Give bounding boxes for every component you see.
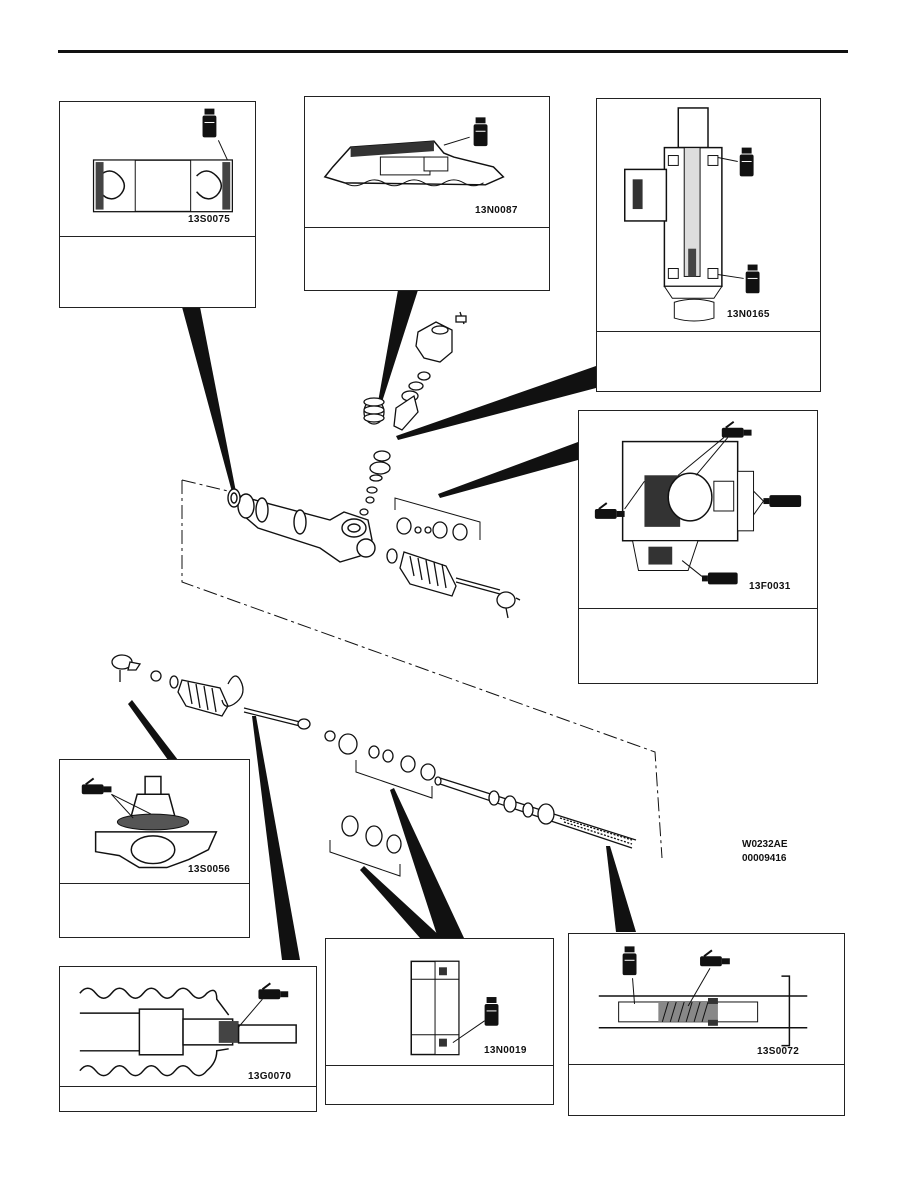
figure-code: 13N0087 [475, 205, 518, 216]
seal-ring-figure: 13S0075 [60, 102, 255, 237]
figure-code: 13S0072 [757, 1046, 800, 1057]
figure-panel-bellows: 13G0070 [59, 966, 317, 1112]
illustration-id: W0232AE [742, 839, 788, 850]
grease-tube-side-icon [701, 572, 738, 585]
grease-gun-icon [594, 502, 625, 519]
tie-rod-end-figure: 13S0056 [60, 760, 249, 884]
grease-gun-icon [700, 949, 730, 967]
figure-code: 13G0070 [248, 1071, 292, 1082]
header-rule [58, 50, 848, 53]
rack-support-figure: 13F0031 [579, 411, 817, 609]
grease-gun-icon [258, 982, 289, 1000]
figure-panel-seal-ring: 13S0075 [59, 101, 256, 308]
bellows-figure: 13G0070 [60, 967, 316, 1087]
pinion-housing-figure: 13N0087 [305, 97, 549, 228]
part-number: 00009416 [742, 853, 787, 864]
grease-tube-icon [484, 997, 499, 1026]
figure-panel-pinion-housing: 13N0087 [304, 96, 550, 291]
figure-panel-rack: 13S0072 [568, 933, 845, 1116]
figure-panel-valve-section: 13N0165 [596, 98, 821, 392]
valve-section-figure: 13N0165 [597, 99, 820, 332]
figure-code: 13N0019 [484, 1045, 527, 1056]
figure-code: 13S0075 [188, 214, 231, 225]
figure-panel-rack-support: 13F0031 [578, 410, 818, 684]
figure-code: 13N0165 [727, 309, 770, 320]
cylinder-seal-figure: 13N0019 [326, 939, 553, 1066]
grease-tube-icon [202, 108, 217, 138]
figure-code: 13S0056 [188, 864, 231, 875]
grease-tube-icon [473, 117, 488, 147]
grease-gun-icon [81, 777, 112, 795]
grease-tube-icon [739, 147, 754, 177]
grease-gun-icon [721, 420, 752, 438]
grease-tube-icon [622, 946, 637, 976]
figure-panel-cylinder-seal: 13N0019 [325, 938, 554, 1105]
rack-figure: 13S0072 [569, 934, 844, 1065]
figure-panel-tie-rod-end: 13S0056 [59, 759, 250, 938]
figure-code: 13F0031 [749, 581, 791, 592]
grease-tube-side-icon [763, 495, 802, 508]
grease-tube-icon [745, 264, 760, 294]
